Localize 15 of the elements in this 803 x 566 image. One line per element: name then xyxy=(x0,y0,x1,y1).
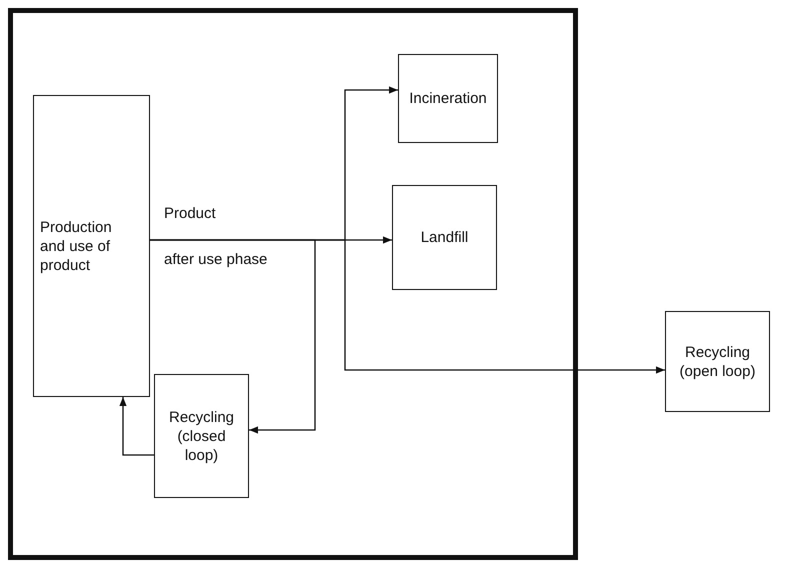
box-label: Recycling (open loop) xyxy=(678,342,756,380)
box-label: Production and use of product xyxy=(40,218,113,274)
box-label: Recycling (closed loop) xyxy=(168,408,236,464)
flow-label: after use phase xyxy=(164,251,268,268)
arrow xyxy=(119,397,154,456)
box-label: Landfill xyxy=(420,228,468,247)
process-box xyxy=(392,185,497,290)
process-box xyxy=(665,311,770,412)
arrow xyxy=(150,239,316,434)
process-box xyxy=(33,95,150,397)
process-box xyxy=(154,374,249,498)
system-boundary xyxy=(8,8,578,560)
flow-label: Product xyxy=(164,205,216,222)
process-box xyxy=(398,54,498,143)
box-label: Incineration xyxy=(409,89,487,108)
